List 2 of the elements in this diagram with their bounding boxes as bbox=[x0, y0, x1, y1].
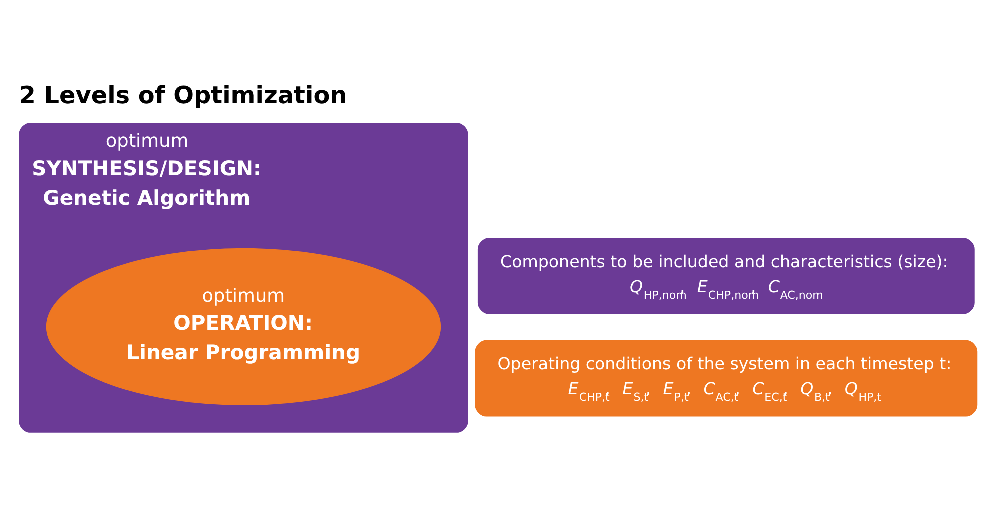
node-ellipse: optimum OPERATION: Linear Programming bbox=[46, 248, 442, 405]
diagram-title: 2 Levels of Optimization bbox=[19, 81, 348, 110]
